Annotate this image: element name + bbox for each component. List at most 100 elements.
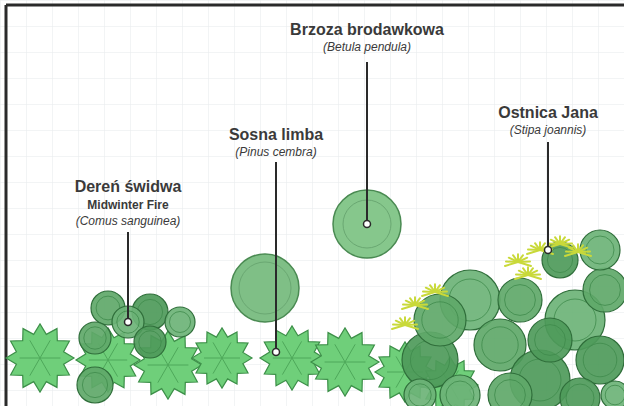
round-shrub xyxy=(165,307,195,337)
round-shrub-ring xyxy=(535,325,566,356)
latin-name: (Stipa joannis) xyxy=(510,123,587,137)
plant-name: Dereń świdwa xyxy=(75,177,182,196)
shrub-vein xyxy=(335,344,345,362)
grass-blade xyxy=(578,252,591,256)
grass-blade xyxy=(415,305,428,309)
grass-blade xyxy=(513,255,518,262)
round-shrub-ring xyxy=(566,384,594,406)
round-shrub-ring xyxy=(446,381,474,406)
shrub-vein xyxy=(387,372,405,373)
grass-blade xyxy=(518,262,531,266)
round-shrub-ring xyxy=(82,372,107,397)
round-shrub-ring xyxy=(586,236,614,264)
grass-blade xyxy=(560,244,573,248)
round-shrub-ring xyxy=(409,384,431,406)
round-shrub-ring xyxy=(482,327,518,363)
shrub-symbol xyxy=(192,328,252,388)
round-shrub-ring xyxy=(495,380,526,406)
round-shrub xyxy=(134,326,166,358)
plant-name: Ostnica Jana xyxy=(498,103,598,122)
shrub-vein xyxy=(213,358,222,374)
shrub-vein xyxy=(345,362,355,380)
shrub-vein xyxy=(30,340,40,358)
shrub-vein xyxy=(168,365,178,383)
shrub-vein xyxy=(292,358,311,359)
shrub-vein xyxy=(30,358,40,376)
grass-blade xyxy=(400,318,405,325)
cultivar-name: Midwinter Fire xyxy=(87,198,168,212)
shrub-vein xyxy=(292,358,302,375)
latin-name: (Pinus cembra) xyxy=(235,145,316,159)
shrub-vein xyxy=(273,358,292,359)
shrub-vein xyxy=(40,358,60,359)
round-shrub xyxy=(414,294,466,346)
grass-blade xyxy=(405,325,418,329)
round-shrub-ring xyxy=(139,331,161,353)
round-shrub-ring xyxy=(170,312,191,333)
round-shrub-ring xyxy=(605,385,624,405)
shrub-vein xyxy=(345,344,355,362)
shrub-vein xyxy=(89,360,108,361)
shrub-vein xyxy=(282,358,292,375)
round-shrub xyxy=(440,375,480,406)
shrub-vein xyxy=(222,358,231,374)
grass-blade xyxy=(430,285,435,292)
grass-blade xyxy=(410,298,415,305)
shrub-vein xyxy=(108,360,127,361)
grass-blade xyxy=(435,292,448,296)
round-shrub xyxy=(498,278,542,322)
round-shrub-ring xyxy=(505,285,536,316)
round-shrub xyxy=(583,268,624,312)
round-shrub-ring xyxy=(422,302,458,338)
shrub-vein xyxy=(396,372,405,388)
latin-name: (Betula pendula) xyxy=(323,40,411,54)
grass-blade xyxy=(535,243,540,250)
round-shrub xyxy=(528,318,572,362)
shrub-vein xyxy=(222,358,240,359)
grass-blade xyxy=(555,237,560,244)
round-shrub-ring xyxy=(590,275,621,306)
round-shrub xyxy=(560,378,600,406)
shrub-vein xyxy=(204,358,222,359)
grass-blade xyxy=(528,275,541,279)
round-shrub xyxy=(576,336,624,384)
shrub-vein xyxy=(20,358,40,359)
plant-name: Sosna limba xyxy=(229,125,323,144)
round-shrub xyxy=(580,230,620,270)
shrub-vein xyxy=(325,362,345,363)
shrub-vein xyxy=(282,341,292,358)
shrub-symbol xyxy=(311,328,379,396)
round-shrub xyxy=(79,322,111,354)
shrub-vein xyxy=(168,347,178,365)
grass-blade xyxy=(402,305,415,309)
shrub-vein xyxy=(213,342,222,358)
round-shrub-ring xyxy=(583,343,617,377)
grass-blade xyxy=(527,250,540,254)
shrub-vein xyxy=(335,362,345,380)
grass-blade xyxy=(422,292,435,296)
round-shrub-ring xyxy=(84,327,106,349)
shrub-vein xyxy=(40,358,50,376)
grass-blade xyxy=(523,268,528,275)
shrub-symbol xyxy=(260,326,324,390)
latin-name: (Comus sanguinea) xyxy=(76,214,181,228)
round-shrub xyxy=(488,373,532,406)
shrub-vein xyxy=(148,365,168,366)
shrub-vein xyxy=(292,341,302,358)
grass-blade xyxy=(515,275,528,279)
round-shrub xyxy=(542,242,578,278)
grass-blade xyxy=(392,325,405,329)
shrub-vein xyxy=(158,365,168,383)
round-shrub xyxy=(404,379,436,406)
round-shrub xyxy=(601,381,624,406)
round-shrub xyxy=(77,367,113,403)
shrub-vein xyxy=(345,362,365,363)
grass-blade xyxy=(505,262,518,266)
shrub-vein xyxy=(168,365,188,366)
grass-blade xyxy=(565,252,578,256)
grass-blade xyxy=(573,245,578,252)
shrub-symbol xyxy=(6,324,74,392)
shrub-vein xyxy=(222,342,231,358)
plant-name: Brzoza brodawkowa xyxy=(290,20,444,39)
